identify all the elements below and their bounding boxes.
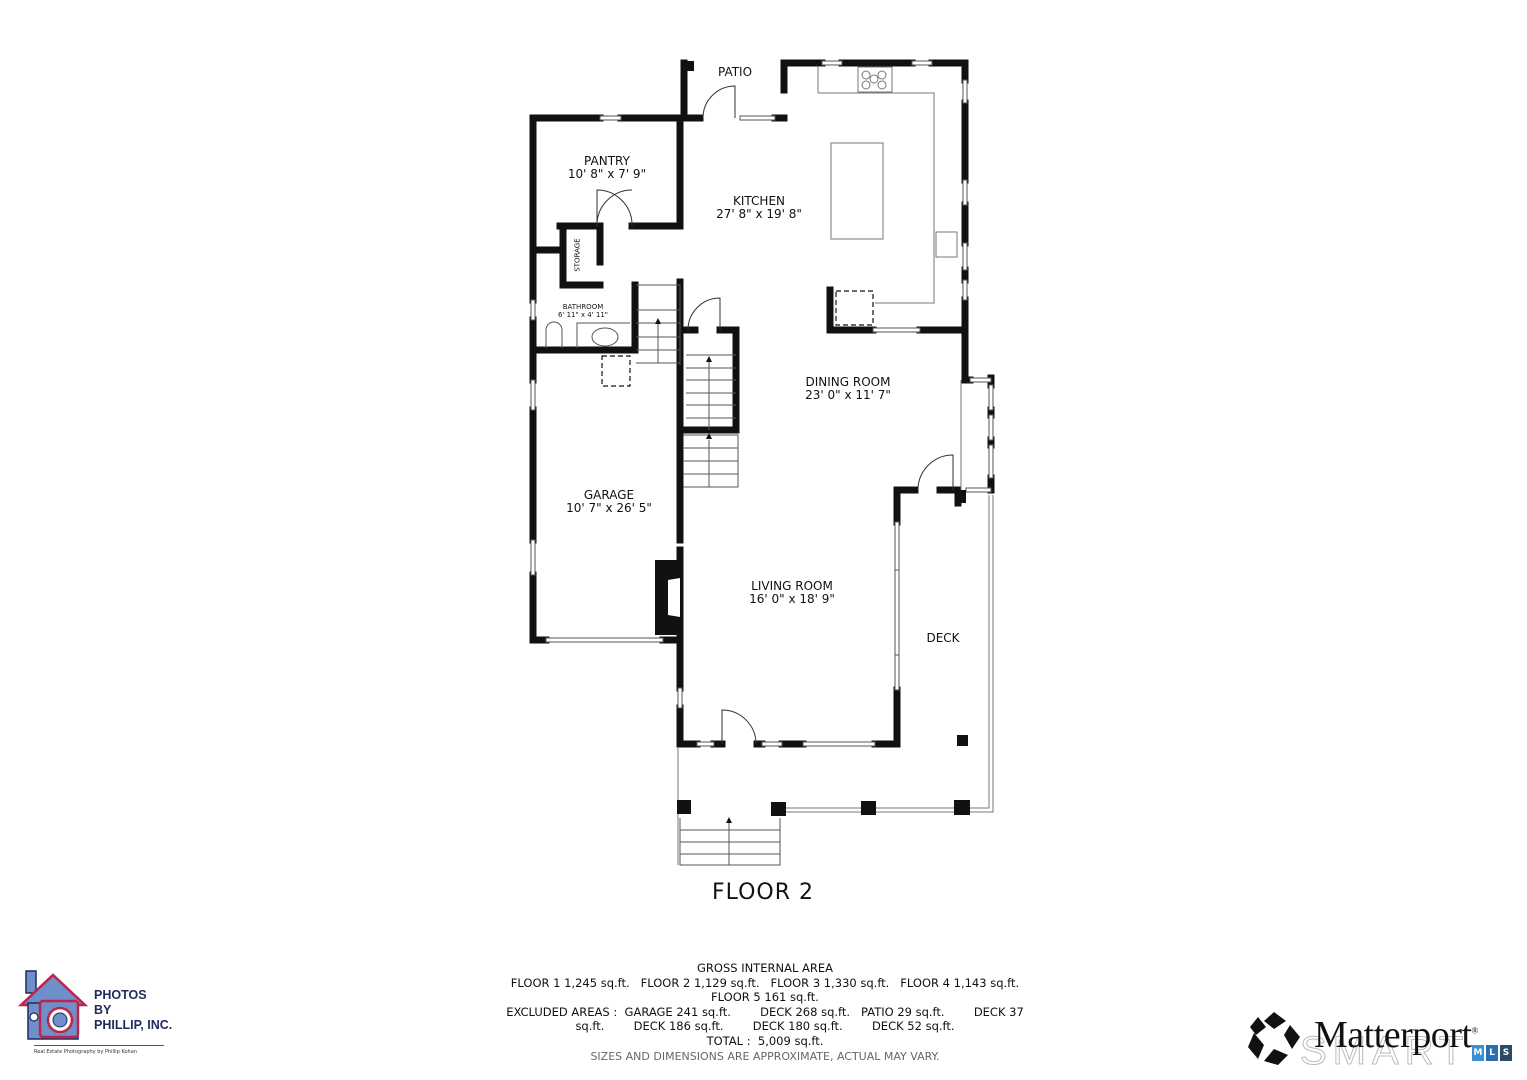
bathroom-fixtures bbox=[545, 321, 630, 348]
house-camera-icon bbox=[18, 970, 88, 1040]
matterport-wordmark: Matterport® bbox=[1314, 1013, 1478, 1057]
excluded-line-2: sq.ft. DECK 186 sq.ft. DECK 180 sq.ft. D… bbox=[575, 1019, 955, 1033]
room-label-deck: DECK bbox=[926, 632, 959, 645]
disclaimer: SIZES AND DIMENSIONS ARE APPROXIMATE, AC… bbox=[590, 1050, 940, 1063]
floor-title: FLOOR 2 bbox=[711, 880, 815, 905]
room-name: PANTRY bbox=[584, 154, 630, 168]
matterport-pentagon-icon bbox=[1248, 1012, 1300, 1065]
mls-letter-l: L bbox=[1486, 1045, 1498, 1061]
room-label-dining-room: DINING ROOM 23' 0" x 11' 7" bbox=[805, 376, 891, 402]
room-label-garage: GARAGE 10' 7" x 26' 5" bbox=[566, 489, 652, 515]
matterport-logo: SMART Matterport® M L S bbox=[1240, 1005, 1527, 1075]
area-heading: GROSS INTERNAL AREA bbox=[696, 961, 833, 975]
room-name: DINING ROOM bbox=[805, 375, 891, 389]
floors-line: FLOOR 1 1,245 sq.ft. FLOOR 2 1,129 sq.ft… bbox=[510, 975, 1020, 990]
room-name: LIVING ROOM bbox=[751, 579, 833, 593]
deck-posts bbox=[677, 61, 970, 816]
registered-mark: ® bbox=[1471, 1025, 1479, 1036]
doors bbox=[596, 85, 954, 745]
brand-line-1: PHOTOS bbox=[94, 988, 147, 1002]
hatch-outline bbox=[601, 355, 631, 387]
room-dimensions: 27' 8" x 19' 8" bbox=[716, 207, 802, 221]
counters bbox=[817, 66, 958, 304]
brand-name: Matterport bbox=[1314, 1014, 1472, 1056]
smart-watermark: SMART bbox=[1299, 1029, 1470, 1074]
total-line: TOTAL : 5,009 sq.ft. bbox=[706, 1033, 824, 1048]
room-name: PATIO bbox=[717, 65, 753, 79]
brand-line-3: PHILLIP, INC. bbox=[94, 1018, 173, 1032]
area-summary: GROSS INTERNAL AREA FLOOR 1 1,245 sq.ft.… bbox=[470, 961, 1060, 1065]
mls-letter-s: S bbox=[1500, 1045, 1512, 1061]
room-label-kitchen: KITCHEN 27' 8" x 19' 8" bbox=[716, 195, 802, 221]
room-name: GARAGE bbox=[583, 488, 635, 502]
room-label-storage: STORAGE bbox=[572, 238, 585, 271]
brand-line-2: BY bbox=[94, 1003, 112, 1017]
room-label-pantry: PANTRY 10' 8" x 7' 9" bbox=[568, 155, 646, 181]
room-name: DECK bbox=[926, 631, 960, 645]
room-dimensions: 16' 0" x 18' 9" bbox=[749, 592, 835, 606]
room-dimensions: 10' 8" x 7' 9" bbox=[567, 167, 647, 181]
tagline: Real Estate Photography by Phillip Kohan bbox=[34, 1049, 137, 1055]
windows bbox=[530, 60, 994, 747]
room-label-living-room: LIVING ROOM 16' 0" x 18' 9" bbox=[749, 580, 835, 606]
room-name: BATHROOM bbox=[562, 303, 604, 311]
room-label-patio: PATIO bbox=[718, 66, 752, 79]
divider bbox=[34, 1045, 164, 1046]
mls-letter-m: M bbox=[1472, 1045, 1484, 1061]
stair-arrows bbox=[655, 318, 732, 823]
room-name: STORAGE bbox=[573, 238, 582, 272]
deck-railing bbox=[677, 495, 994, 865]
stairs bbox=[636, 284, 781, 866]
room-name: KITCHEN bbox=[733, 194, 785, 208]
room-dimensions: 23' 0" x 11' 7" bbox=[805, 388, 891, 402]
room-label-bathroom: BATHROOM 6' 11" x 4' 11" bbox=[558, 303, 608, 319]
floors-line-2: FLOOR 5 161 sq.ft. bbox=[711, 990, 819, 1004]
photos-by-phillip-logo: PHOTOS BY PHILLIP, INC. Real Estate Phot… bbox=[14, 960, 189, 1060]
appliance-outline bbox=[835, 290, 874, 326]
room-dimensions: 6' 11" x 4' 11" bbox=[557, 311, 609, 319]
mls-badge: M L S bbox=[1472, 1045, 1512, 1061]
room-dimensions: 10' 7" x 26' 5" bbox=[566, 501, 652, 515]
excluded-line: EXCLUDED AREAS : GARAGE 241 sq.ft. DECK … bbox=[506, 1004, 1024, 1019]
